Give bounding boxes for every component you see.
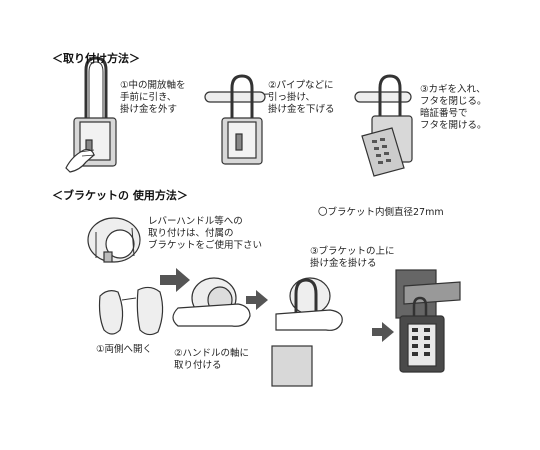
- lockbox-on-pipe-illustration: [204, 74, 271, 165]
- section2-heading: ＜ブラケットの 使用方法＞: [52, 189, 188, 202]
- section1-step2-text: ②パイプなどに 引っ掛け、 掛け金を下げる: [268, 80, 335, 115]
- lockbox-on-lever-illustration: [395, 269, 461, 373]
- lever-handle-bracket-illustration: [172, 277, 251, 327]
- lever-handle-shackle-illustration: [271, 277, 343, 387]
- bracket-closed-illustration: [87, 217, 141, 263]
- section1-heading: ＜取り付け方法＞: [52, 52, 140, 65]
- section2-note-diameter: 〇ブラケット内側直径27mm: [318, 207, 444, 218]
- arrow-1: [160, 268, 190, 292]
- section2-step1-text: ①両側へ開く: [96, 344, 153, 355]
- section2-step3-text: ③ブラケットの上に 掛け金を掛ける: [310, 246, 395, 269]
- lockbox-keypad-illustration: [354, 74, 413, 177]
- section1-step1-text: ①中の開放軸を 手前に引き、 掛け金を外す: [120, 80, 186, 115]
- arrow-3: [372, 322, 394, 342]
- section2-note-lever: レバーハンドル等への 取り付けは、付属の ブラケットをご使用下さい: [148, 216, 263, 251]
- arrow-2: [246, 290, 268, 310]
- section1-step3-text: ③カギを入れ、 フタを閉じる。 暗証番号で フタを開ける。: [420, 84, 487, 131]
- section2-step2-text: ②ハンドルの軸に 取り付ける: [174, 348, 250, 371]
- bracket-open-illustration: [98, 286, 164, 336]
- lockbox-open-illustration: [65, 56, 117, 173]
